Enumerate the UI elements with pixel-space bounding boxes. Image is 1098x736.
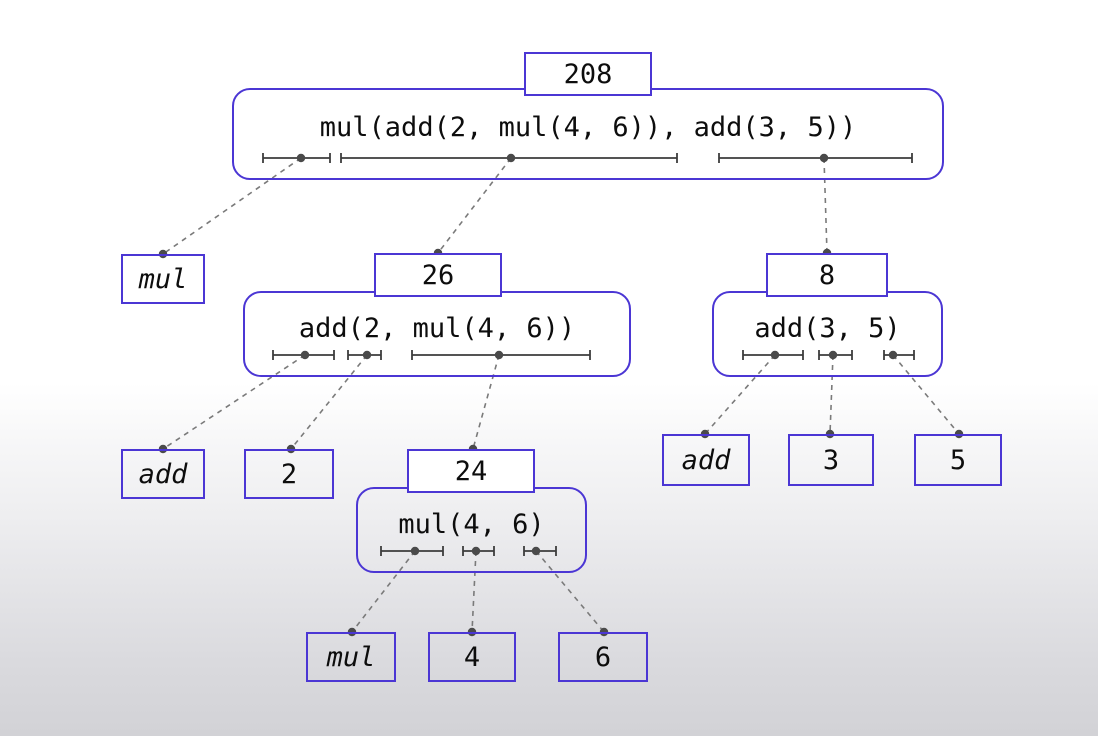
expression-node-root[interactable]: mul(add(2, mul(4, 6)), add(3, 5))	[232, 88, 944, 180]
leaf-node-leaf-add-right[interactable]: add	[662, 434, 750, 486]
leaf-label-leaf-mul-root: mul	[138, 263, 188, 295]
value-text-root: 208	[563, 58, 613, 90]
value-box-root[interactable]: 208	[524, 52, 652, 96]
expression-text-mul46: mul(4, 6)	[398, 509, 545, 540]
expression-node-add35[interactable]: add(3, 5)	[712, 291, 943, 377]
leaf-node-leaf-4[interactable]: 4	[428, 632, 516, 682]
value-box-add35[interactable]: 8	[766, 253, 888, 297]
leaf-label-leaf-5: 5	[949, 444, 967, 476]
leaf-node-leaf-mul-root[interactable]: mul	[121, 254, 205, 304]
leaf-node-leaf-mul-inner[interactable]: mul	[306, 632, 396, 682]
leaf-label-leaf-4: 4	[463, 641, 481, 673]
value-text-mul46: 24	[454, 455, 488, 487]
leaf-label-leaf-2: 2	[280, 458, 298, 490]
leaf-node-leaf-6[interactable]: 6	[558, 632, 648, 682]
leaf-label-leaf-mul-inner: mul	[326, 641, 376, 673]
leaf-node-leaf-3[interactable]: 3	[788, 434, 874, 486]
value-text-add35: 8	[818, 259, 836, 291]
expression-text-add2mul46: add(2, mul(4, 6))	[298, 313, 576, 344]
leaf-label-leaf-3: 3	[822, 444, 840, 476]
value-box-mul46[interactable]: 24	[407, 449, 535, 493]
value-box-add2mul46[interactable]: 26	[374, 253, 502, 297]
expression-text-add35: add(3, 5)	[754, 313, 901, 344]
leaf-node-leaf-add-left[interactable]: add	[121, 449, 205, 499]
value-text-add2mul46: 26	[421, 259, 455, 291]
expression-node-mul46[interactable]: mul(4, 6)	[356, 487, 587, 573]
expression-text-root: mul(add(2, mul(4, 6)), add(3, 5))	[319, 112, 857, 143]
leaf-label-leaf-6: 6	[594, 641, 612, 673]
expression-node-add2mul46[interactable]: add(2, mul(4, 6))	[243, 291, 631, 377]
leaf-node-leaf-2[interactable]: 2	[244, 449, 334, 499]
leaf-node-leaf-5[interactable]: 5	[914, 434, 1002, 486]
leaf-label-leaf-add-right: add	[681, 444, 731, 476]
leaf-label-leaf-add-left: add	[138, 458, 188, 490]
